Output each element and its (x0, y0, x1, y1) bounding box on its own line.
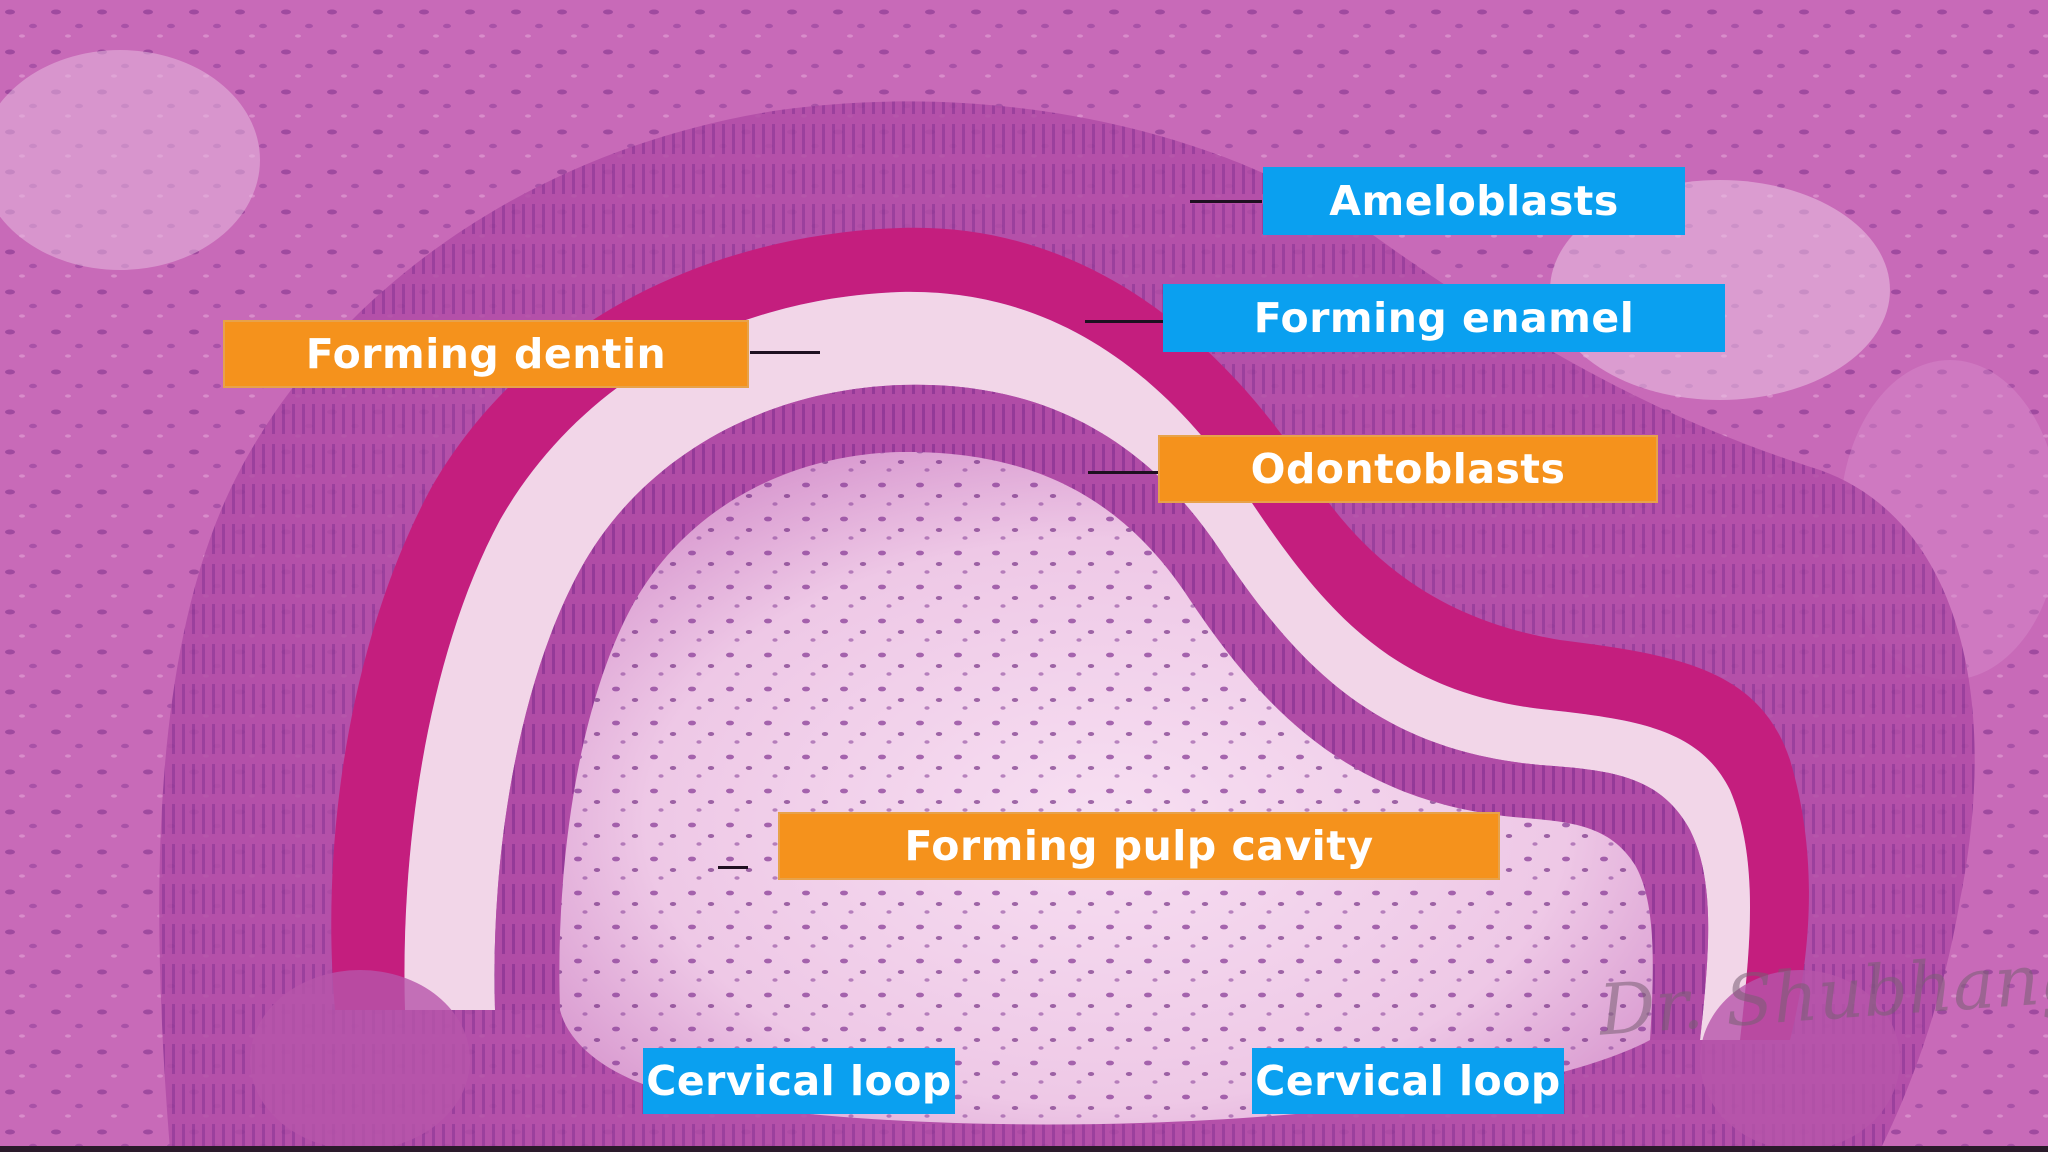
forming-pulp-cavity-leader (718, 866, 748, 869)
label-cervical-loop-left: Cervical loop (643, 1048, 955, 1114)
enamel-band (331, 227, 1809, 1040)
label-forming-enamel: Forming enamel (1163, 284, 1725, 352)
forming-dentin-leader (750, 351, 820, 354)
forming-enamel-leader (1085, 320, 1163, 323)
cervical-loop-left-region (250, 970, 470, 1150)
bottom-edge (0, 1146, 2048, 1152)
label-cervical-loop-right: Cervical loop (1252, 1048, 1564, 1114)
label-forming-dentin: Forming dentin (223, 320, 749, 388)
odontoblasts-leader (1088, 471, 1158, 474)
cervical-loop-right-region (1700, 970, 1900, 1150)
label-odontoblasts: Odontoblasts (1158, 435, 1658, 503)
label-forming-pulp-cavity: Forming pulp cavity (778, 812, 1500, 880)
ameloblasts-leader (1190, 200, 1262, 203)
label-ameloblasts: Ameloblasts (1263, 167, 1685, 235)
